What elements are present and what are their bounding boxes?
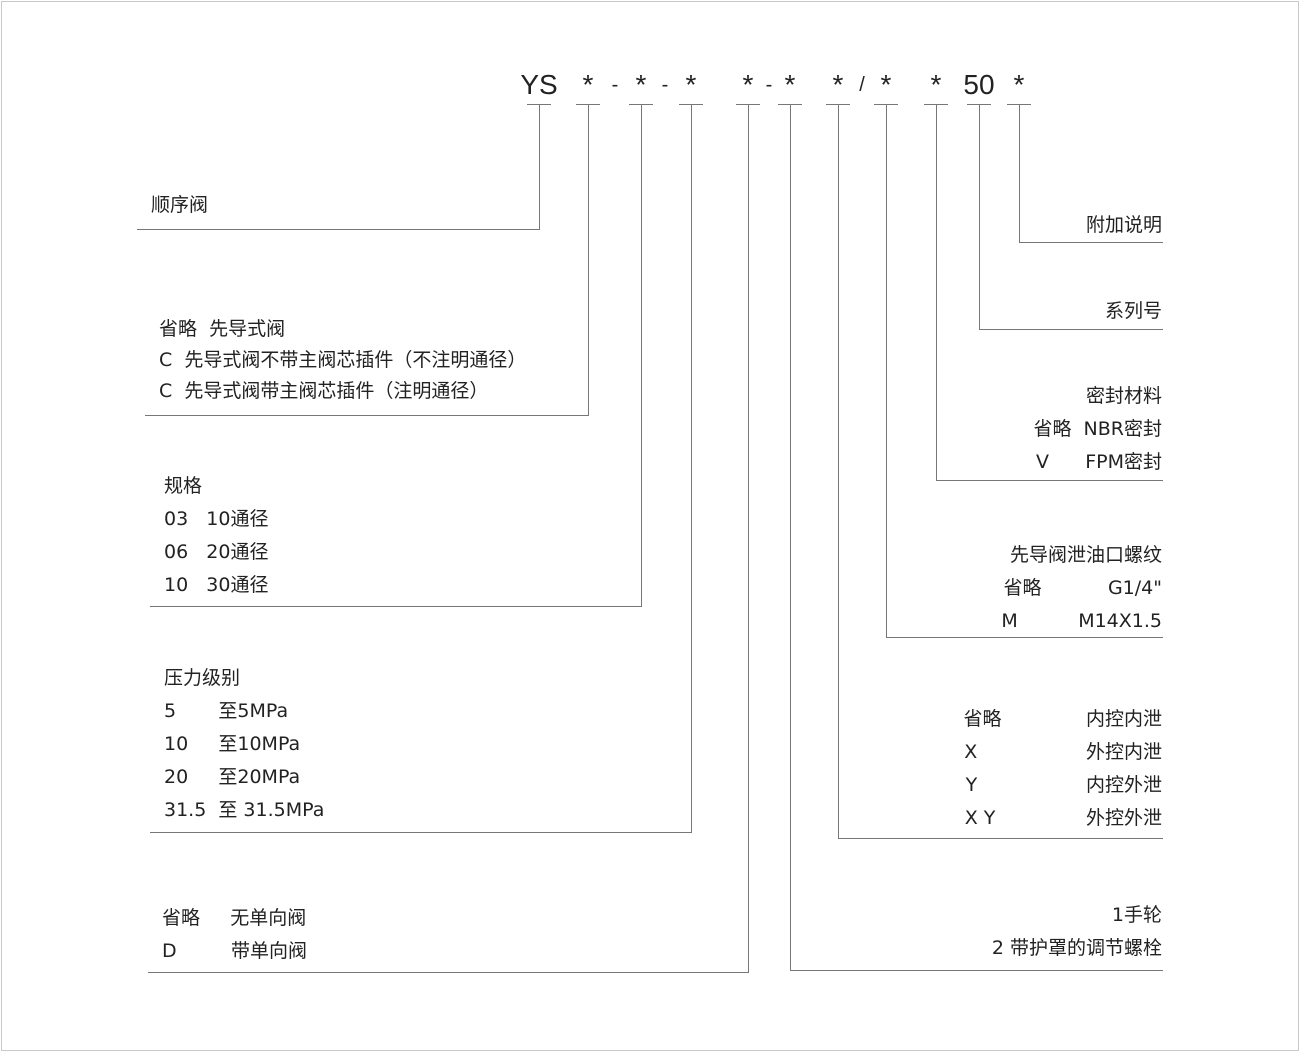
control-line: Y 内控外泄 [965,774,1162,796]
baseline-line [979,329,1163,330]
code-segment: - [611,74,619,96]
drain-line: M M14X1.5 [1001,610,1162,632]
baseline-line [137,229,540,230]
code-segment: - [765,74,773,96]
leader-line [1019,104,1020,242]
code-segment: * [784,69,796,100]
code-segment: * [582,69,594,100]
control-line: 省略 内控内泄 [963,708,1162,730]
code-segment: 50 [963,69,995,100]
baseline-line [790,970,1163,971]
leader-line [979,104,980,329]
leader-line [838,104,839,838]
pressure-line: 5 至5MPa [164,700,289,722]
pressure-line: 31.5 至 31.5MPa [164,799,325,821]
code-segment: * [880,69,892,100]
code-segment: * [685,69,697,100]
code-segment: * [832,69,844,100]
extra-line: 附加说明 [1085,214,1162,236]
size-line: 03 10通径 [164,508,269,530]
baseline-line [838,838,1163,839]
adjust-line: 2 带护罩的调节螺栓 [991,937,1162,959]
baseline-line [886,637,1163,638]
code-segment: YS [520,69,558,100]
code-segment: - [661,74,669,96]
adjust-line: 1手轮 [1111,904,1162,926]
series-line: 系列号 [1104,300,1162,322]
leader-line [790,104,791,970]
code-segment: / [859,74,865,96]
leader-line [936,104,937,480]
drain-line: 先导阀泄油口螺纹 [1009,544,1162,566]
leader-line [539,104,540,229]
baseline-line [150,606,642,607]
type-line: 顺序阀 [151,194,209,216]
leader-line [748,104,749,972]
size-line: 规格 [164,475,203,497]
pilot-line: C 先导式阀带主阀芯插件（注明通径） [159,380,489,402]
seal-line: 省略 NBR密封 [1033,418,1162,440]
baseline-line [150,832,692,833]
pressure-line: 20 至20MPa [164,766,301,788]
baseline-line [1019,242,1163,243]
size-line: 06 20通径 [164,541,269,563]
control-line: X Y 外控外泄 [964,807,1162,829]
pilot-line: 省略 先导式阀 [159,318,286,340]
leader-line [691,104,692,832]
leader-line [588,104,589,415]
seal-line: 密封材料 [1085,385,1162,407]
pilot-line: C 先导式阀不带主阀芯插件（不注明通径） [159,349,527,371]
code-segment: * [742,69,754,100]
pressure-line: 10 至10MPa [164,733,301,755]
seal-line: V FPM密封 [1035,451,1162,473]
baseline-line [936,480,1163,481]
code-segment: * [930,69,942,100]
check-line: 省略 无单向阀 [162,907,307,929]
baseline-line [145,415,589,416]
baseline-line [148,972,749,973]
leader-line [886,104,887,637]
code-segment: * [1013,69,1025,100]
drain-line: 省略 G1/4" [1003,577,1162,599]
check-line: D 带单向阀 [162,940,307,962]
code-segment: * [635,69,647,100]
pressure-line: 压力级别 [164,667,241,689]
size-line: 10 30通径 [164,574,269,596]
leader-line [641,104,642,606]
control-line: X 外控内泄 [964,741,1162,763]
